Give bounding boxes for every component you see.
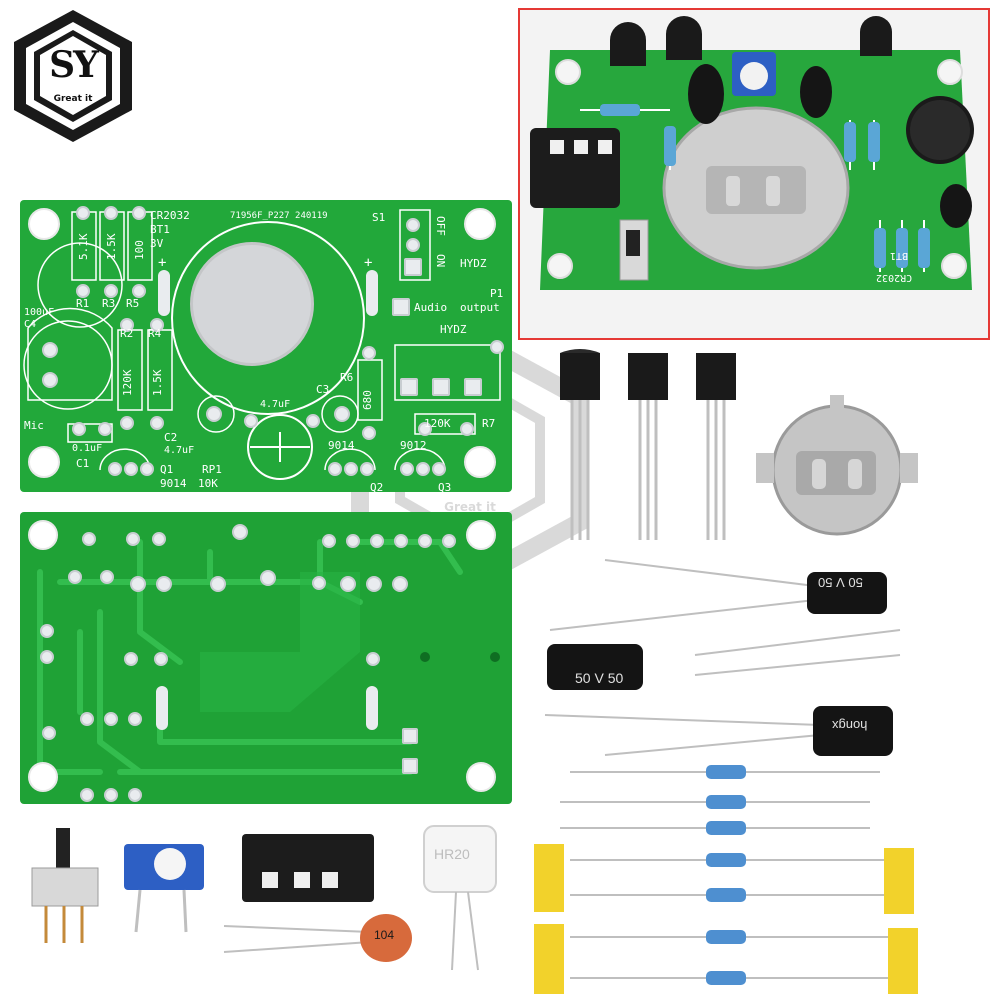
brand-code: HYDZ — [460, 257, 487, 270]
battery-slot-pad — [366, 270, 378, 316]
r5-value: 100 — [133, 240, 146, 260]
mounting-hole — [464, 208, 496, 240]
slide-switch — [31, 828, 99, 943]
q2-ref: Q2 — [370, 481, 384, 494]
port-label: P1 — [490, 287, 504, 300]
r4-value: 1.5K — [151, 369, 164, 397]
ceramic-capacitor — [223, 914, 412, 962]
inset-bt-label: BT1 — [890, 250, 909, 261]
q2-part: 9014 — [328, 439, 355, 452]
assembled-board-inset: CR2032 BT1 — [518, 8, 990, 340]
resistors — [534, 765, 918, 994]
mounting-hole — [28, 520, 58, 550]
plus-sign: + — [364, 255, 373, 271]
battery-slot-pad — [156, 686, 168, 730]
c2-value: 4.7uF — [164, 445, 195, 456]
cap-label-1: 50 V 50 — [818, 575, 863, 590]
mounting-hole — [28, 446, 60, 478]
r4-ref: R4 — [148, 327, 162, 340]
q3-part: 9012 — [400, 439, 427, 452]
mounting-hole — [28, 208, 60, 240]
transistor-2 — [628, 353, 668, 540]
audio-jack — [242, 834, 374, 902]
r7-ref: R7 — [482, 417, 496, 430]
c4-ref: C4 — [24, 319, 37, 330]
c4-value: 100uF — [24, 307, 55, 318]
c3-ref: C3 — [316, 383, 330, 396]
electrolytic-capacitors — [544, 559, 901, 756]
transistor-3 — [696, 353, 736, 540]
rp1-ref: RP1 — [202, 463, 222, 476]
mounting-hole — [464, 446, 496, 478]
on-label: ON — [434, 254, 447, 268]
r2-value: 120K — [121, 369, 134, 397]
electret-microphone — [423, 825, 497, 971]
q1-part: 9014 — [160, 477, 187, 490]
logo-tagline: Great it — [53, 94, 93, 104]
voltage-label: 3V — [150, 237, 164, 250]
q1-ref: Q1 — [160, 463, 174, 476]
cap-label-2: 50 V 50 — [575, 670, 624, 686]
trimmer-potentiometer — [124, 844, 204, 933]
logo-letters: SY — [49, 44, 99, 86]
battery-contact-pad — [190, 242, 314, 366]
plus-sign: + — [158, 255, 167, 271]
audio-label: Audio — [414, 301, 448, 314]
off-label: OFF — [434, 216, 447, 236]
transistor-1 — [560, 349, 600, 540]
mounting-hole — [28, 762, 58, 792]
r6-ref: R6 — [340, 371, 354, 384]
r5-ref: R5 — [126, 297, 140, 310]
watermark-tagline: Great it — [444, 500, 496, 514]
mounting-hole — [466, 762, 496, 792]
c2-ref: C2 — [164, 431, 178, 444]
inset-cr-label: CR2032 — [876, 272, 913, 283]
battery-slot-pad — [366, 686, 378, 730]
battery-label: CR2032 — [150, 209, 190, 222]
r3-value: 1.5K — [105, 233, 118, 261]
q3-ref: Q3 — [438, 481, 452, 494]
pcb-front: CR2032 BT1 3V 71956F_P227 240119 S1 OFF … — [20, 200, 512, 494]
transistors — [560, 349, 736, 540]
mic-code: HR20 — [434, 846, 470, 862]
brand-code-2: HYDZ — [440, 323, 467, 336]
mounting-hole — [466, 520, 496, 550]
r2-ref: R2 — [120, 327, 134, 340]
bt-label: BT1 — [150, 223, 170, 236]
ceramic-code: 104 — [374, 928, 395, 942]
coin-cell-holder — [756, 395, 918, 536]
battery-slot-pad — [158, 270, 170, 316]
assembled-board-illustration — [530, 16, 974, 290]
c1-ref: C1 — [76, 457, 90, 470]
rp1-value: 10K — [198, 477, 218, 490]
hexagon-logo-icon — [14, 10, 132, 142]
c1-value: 0.1uF — [72, 443, 103, 454]
c3-value: 4.7uF — [260, 399, 291, 410]
pcb-traces — [37, 539, 463, 775]
cap-label-3: hongx — [832, 718, 868, 733]
board-code: 71956F_P227 240119 — [230, 211, 328, 221]
r1-value: 5.1K — [77, 233, 90, 261]
r7-value: 120K — [424, 417, 451, 430]
r6-value: 680 — [361, 390, 374, 410]
r3-ref: R3 — [102, 297, 116, 310]
output-label: output — [460, 301, 500, 314]
r1-ref: R1 — [76, 297, 90, 310]
switch-label: S1 — [372, 211, 386, 224]
pcb-back — [20, 512, 512, 804]
brand-logo: SY Great it — [8, 6, 138, 146]
mic-ref: Mic — [24, 419, 44, 432]
